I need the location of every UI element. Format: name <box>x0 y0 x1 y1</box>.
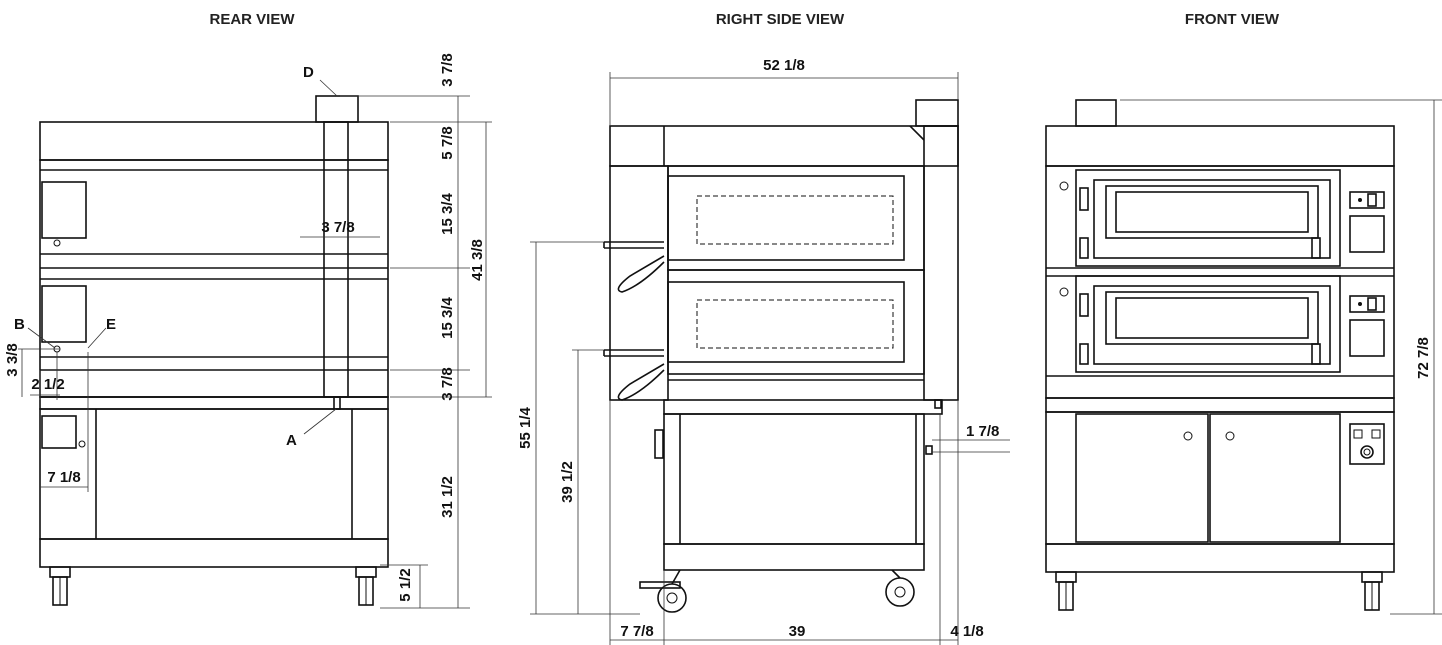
dim-side-drain: 1 7/8 <box>966 423 999 440</box>
label-b: B <box>14 316 25 333</box>
dim-rear-base-band: 3 7/8 <box>439 367 456 400</box>
side-view: 52 1/8 55 1/4 39 1/2 1 7/8 7 7/8 39 4 1/… <box>517 57 1010 645</box>
dim-rear-deck-lower: 15 3/4 <box>439 296 456 338</box>
dim-rear-b-height: 3 3/8 <box>4 343 21 376</box>
dim-rear-top-band: 5 7/8 <box>439 126 456 159</box>
dim-side-depth: 52 1/8 <box>763 57 805 74</box>
dim-side-body-depth: 39 <box>789 623 806 640</box>
dim-side-front-offset: 7 7/8 <box>620 623 653 640</box>
dim-rear-box-width: 7 1/8 <box>47 469 80 486</box>
rear-view-title: REAR VIEW <box>209 11 295 28</box>
front-view-title: FRONT VIEW <box>1185 11 1280 28</box>
dim-side-peel-lower: 39 1/2 <box>559 461 576 503</box>
dim-rear-d-height: 3 7/8 <box>439 53 456 86</box>
dim-side-rear-offset: 4 1/8 <box>950 623 983 640</box>
label-a: A <box>286 432 297 449</box>
dim-rear-stand: 31 1/2 <box>439 476 456 518</box>
label-d: D <box>303 64 314 81</box>
rear-view: D B E A 3 7/8 5 7/8 15 3/4 15 3/4 3 7/8 … <box>4 53 492 609</box>
dim-side-peel-upper: 55 1/4 <box>517 406 534 448</box>
dim-rear-wheel: 5 1/2 <box>397 568 414 601</box>
side-view-title: RIGHT SIDE VIEW <box>716 11 845 28</box>
label-e: E <box>106 316 116 333</box>
dim-rear-b-offset: 2 1/2 <box>31 376 64 393</box>
dim-front-total-height: 72 7/8 <box>1415 337 1432 379</box>
dim-rear-total-upper: 41 3/8 <box>469 239 486 281</box>
dim-rear-deck-upper: 15 3/4 <box>439 192 456 234</box>
front-view: 72 7/8 <box>1045 99 1442 615</box>
dim-rear-flue-width: 3 7/8 <box>321 219 354 236</box>
